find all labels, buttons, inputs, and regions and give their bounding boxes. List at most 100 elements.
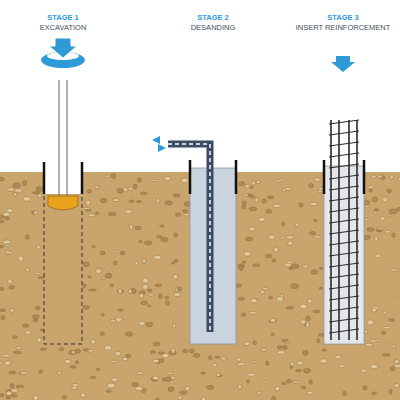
pebble — [387, 189, 392, 193]
pebble — [314, 219, 318, 221]
pebble — [371, 175, 376, 178]
pebble — [270, 318, 275, 322]
pebble — [106, 175, 110, 178]
pebble — [189, 349, 194, 353]
pebble — [390, 175, 393, 179]
pebble — [361, 369, 367, 373]
pebble — [59, 348, 64, 351]
pebble — [269, 296, 273, 299]
pebble — [100, 332, 105, 335]
pebble — [244, 342, 250, 346]
pebble — [173, 194, 180, 197]
pebble — [311, 270, 318, 274]
pebble — [40, 348, 47, 350]
pebble — [0, 394, 5, 397]
pebble — [0, 288, 4, 291]
casing — [323, 160, 326, 194]
pebble — [156, 398, 160, 400]
pebble — [206, 386, 214, 390]
pebble — [95, 186, 100, 189]
pebble — [9, 309, 14, 312]
pebble — [384, 230, 390, 233]
pebble — [159, 294, 163, 299]
pebble — [319, 287, 322, 289]
rebar-tie — [329, 285, 359, 289]
pebble — [236, 358, 241, 362]
pebble — [20, 372, 28, 375]
pebble — [364, 218, 368, 220]
pebble — [292, 381, 300, 383]
pebble — [297, 361, 304, 365]
pebble — [264, 381, 267, 384]
pebble — [25, 235, 29, 240]
pebble — [0, 309, 6, 312]
rebar-tie — [329, 131, 359, 135]
pebble — [309, 184, 314, 188]
pebble — [260, 290, 264, 294]
rebar-tie — [329, 197, 359, 201]
pebble — [37, 337, 41, 342]
rebar-tie — [329, 296, 359, 300]
pebble — [5, 244, 11, 246]
pebble — [372, 392, 377, 395]
pebble — [239, 182, 245, 186]
pebble — [116, 318, 123, 322]
pebble — [281, 382, 286, 384]
pebble — [286, 261, 292, 264]
pebble — [153, 359, 160, 363]
rebar-tie — [329, 219, 359, 223]
pebble — [13, 351, 21, 353]
pebble — [129, 225, 133, 230]
reinforcement-cage — [329, 120, 359, 340]
pebble — [1, 315, 5, 320]
pebble — [282, 339, 289, 342]
pebble — [370, 340, 378, 343]
pebble — [18, 256, 23, 261]
stage-number: STAGE 2 — [143, 13, 283, 23]
pebble — [118, 309, 123, 311]
pebble — [148, 305, 151, 307]
stage-name: DESANDING — [143, 23, 283, 33]
pebble — [383, 326, 391, 329]
pebble — [257, 392, 262, 395]
pebble — [252, 181, 256, 185]
pebble — [250, 186, 253, 188]
pebble — [301, 386, 306, 389]
pebble — [16, 346, 21, 349]
pebble — [31, 211, 36, 214]
rebar-tie — [329, 120, 359, 124]
pebble — [165, 201, 172, 205]
pebble — [8, 279, 12, 284]
pebble — [249, 312, 257, 315]
pebble — [261, 348, 267, 351]
pebble — [320, 359, 327, 363]
pebble — [280, 237, 286, 239]
pebble — [388, 215, 392, 217]
pebble — [142, 259, 145, 264]
pebble — [201, 397, 206, 400]
pebble — [142, 284, 148, 289]
rebar-tie — [329, 186, 359, 190]
pebble — [367, 320, 374, 325]
pebble — [117, 290, 124, 293]
pebble — [282, 222, 285, 226]
pebble — [262, 199, 267, 203]
desanding-pipe — [168, 144, 210, 332]
pebble — [89, 289, 97, 291]
pebble — [392, 233, 395, 238]
pebble — [157, 198, 160, 203]
pebble — [287, 379, 292, 383]
pebble — [318, 190, 323, 192]
pebble — [395, 364, 400, 368]
pebble — [244, 251, 251, 256]
pebble — [83, 262, 89, 266]
pebble — [174, 259, 178, 262]
pebble — [84, 349, 90, 351]
pebble — [247, 380, 250, 383]
auger-bucket — [48, 196, 78, 210]
pebble — [286, 236, 294, 240]
pebble — [268, 235, 275, 240]
casing — [81, 162, 84, 194]
pebble — [160, 225, 165, 227]
pebble — [241, 313, 246, 316]
